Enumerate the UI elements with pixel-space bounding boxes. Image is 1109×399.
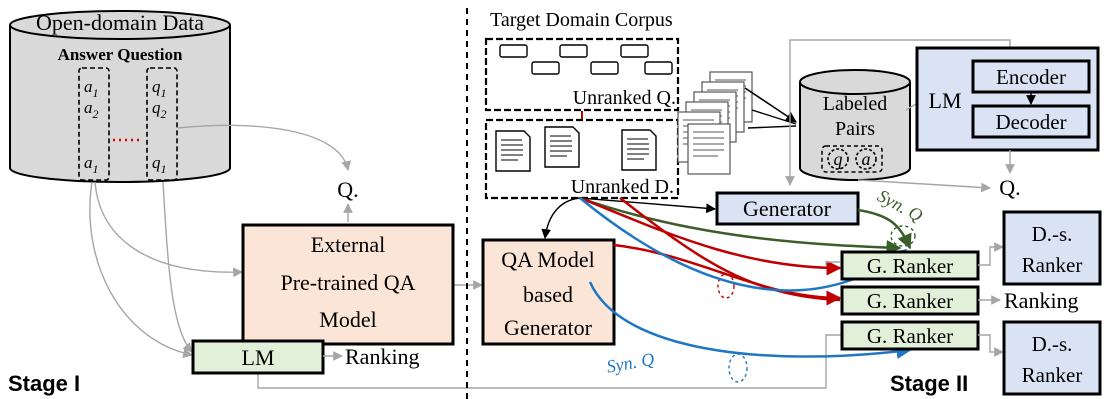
svg-text:G. Ranker: G. Ranker [867, 289, 953, 313]
svg-text:Decoder: Decoder [995, 110, 1066, 134]
svg-text:q1: q1 [152, 153, 167, 176]
question-item-1: q1 [152, 77, 167, 100]
svg-text:LM: LM [929, 88, 962, 113]
stage1-q-output: Q. [337, 177, 358, 202]
lm-encoder-decoder-panel: LM Encoder Decoder [915, 46, 1100, 152]
syn-q-bottom-label: Syn. Q [605, 349, 656, 377]
question-item-2: q2 [152, 98, 167, 121]
svg-text:Pre-trained QA: Pre-trained QA [280, 270, 415, 295]
ds-ranker-1: D.-s. Ranker [1002, 210, 1102, 286]
green-dashed-circle [890, 225, 916, 247]
arrow-into-ranker1 [825, 261, 840, 265]
syn-q-top-label: Syn. Q [874, 185, 926, 225]
arrow-lm-to-ranker3 [257, 334, 842, 389]
blue-arrow-qa-to-ranker3 [588, 281, 912, 360]
svg-text:G. Ranker: G. Ranker [867, 324, 953, 348]
svg-text:Generator: Generator [504, 315, 593, 340]
g-ranker-3: G. Ranker [840, 320, 980, 351]
arrow-stack-to-pairs-2 [751, 109, 797, 125]
arrow-q-to-lm [162, 181, 193, 353]
arrow-corpus-to-lm [789, 39, 1011, 180]
svg-text:Model: Model [319, 307, 376, 332]
arrow-stack-to-pairs [744, 87, 797, 123]
labeled-pairs-cylinder: Labeled Pairs q a [799, 69, 911, 181]
answer-item-2: a2 [84, 98, 99, 121]
corpus-title: Target Domain Corpus [490, 9, 673, 31]
svg-text:a1: a1 [84, 153, 99, 176]
question-item-3: q1 [152, 153, 167, 176]
stage1-lm-box: LM [191, 339, 325, 375]
svg-text:q1: q1 [152, 77, 167, 100]
red-arrow-docs-to-ranker1 [579, 196, 842, 276]
arrow-ranker3-to-ds [978, 334, 1004, 357]
stage2-label: Stage II [890, 371, 968, 396]
arrow-docs-to-qa-generator [541, 197, 581, 239]
green-arrow-docs-to-ranker [579, 196, 902, 255]
stage1-label: Stage I [8, 371, 80, 396]
svg-text:LM: LM [242, 345, 275, 370]
arrow-ranker1-to-ds [978, 242, 1004, 266]
svg-text:Labeled: Labeled [823, 93, 887, 115]
svg-text:Unranked Q.: Unranked Q. [573, 87, 676, 109]
stage2-q-output: Q. [999, 175, 1020, 200]
blue-dashed-circle [728, 353, 748, 383]
ds-ranker-2: D.-s. Ranker [1002, 320, 1102, 396]
question-column-box [146, 67, 178, 181]
answer-question-header: Answer Question [58, 45, 183, 64]
arrow-stack-to-pairs-3 [747, 125, 797, 129]
g-ranker-1: G. Ranker [840, 250, 980, 281]
svg-text:a2: a2 [84, 98, 99, 121]
svg-text:D.-s.: D.-s. [1032, 222, 1073, 246]
document-stack [677, 71, 753, 175]
svg-text:G. Ranker: G. Ranker [867, 254, 953, 278]
arrow-generator-to-q [857, 179, 991, 193]
svg-text:q: q [834, 149, 843, 169]
svg-text:QA Model: QA Model [501, 247, 595, 272]
svg-text:a1: a1 [84, 77, 99, 100]
svg-text:q2: q2 [152, 98, 167, 121]
arrow-a-to-external [94, 181, 243, 278]
arrow-docs-to-generator [579, 197, 716, 214]
generator-box: Generator [715, 191, 860, 226]
red-dashed-circle [717, 273, 735, 299]
svg-text:Unranked D.: Unranked D. [571, 176, 674, 198]
svg-text:based: based [523, 282, 573, 307]
svg-text:Pairs: Pairs [835, 118, 875, 140]
answer-item-1: a1 [84, 77, 99, 100]
svg-text:a: a [862, 149, 871, 169]
open-domain-data-cylinder [9, 10, 231, 183]
arrow-q2-to-q [177, 124, 352, 171]
svg-text:Ranker: Ranker [1022, 363, 1083, 387]
svg-text:Ranker: Ranker [1022, 253, 1083, 277]
stage1-ranking-output: Ranking [345, 344, 420, 369]
red-arrow-docs-to-ranker2 [619, 197, 841, 302]
stage2-ranking-output: Ranking [1004, 288, 1079, 313]
answer-column-box [78, 67, 110, 181]
svg-text:Generator: Generator [743, 196, 832, 221]
external-qa-model-box: External Pre-trained QA Model [241, 223, 455, 346]
qa-model-generator-box: QA Model based Generator [481, 238, 616, 346]
unranked-documents-box: Unranked D. [484, 118, 680, 200]
green-arrow-generator-to-ranker [857, 208, 912, 250]
open-domain-title: Open-domain Data [36, 10, 204, 35]
svg-text:D.-s.: D.-s. [1032, 332, 1073, 356]
svg-text:External: External [311, 232, 386, 257]
unranked-questions-box: Unranked Q. [484, 37, 680, 112]
svg-text:Encoder: Encoder [996, 65, 1066, 89]
g-ranker-2: G. Ranker [840, 285, 980, 316]
arrow-a-to-lm [89, 181, 193, 358]
answer-item-3: a1 [84, 153, 99, 176]
